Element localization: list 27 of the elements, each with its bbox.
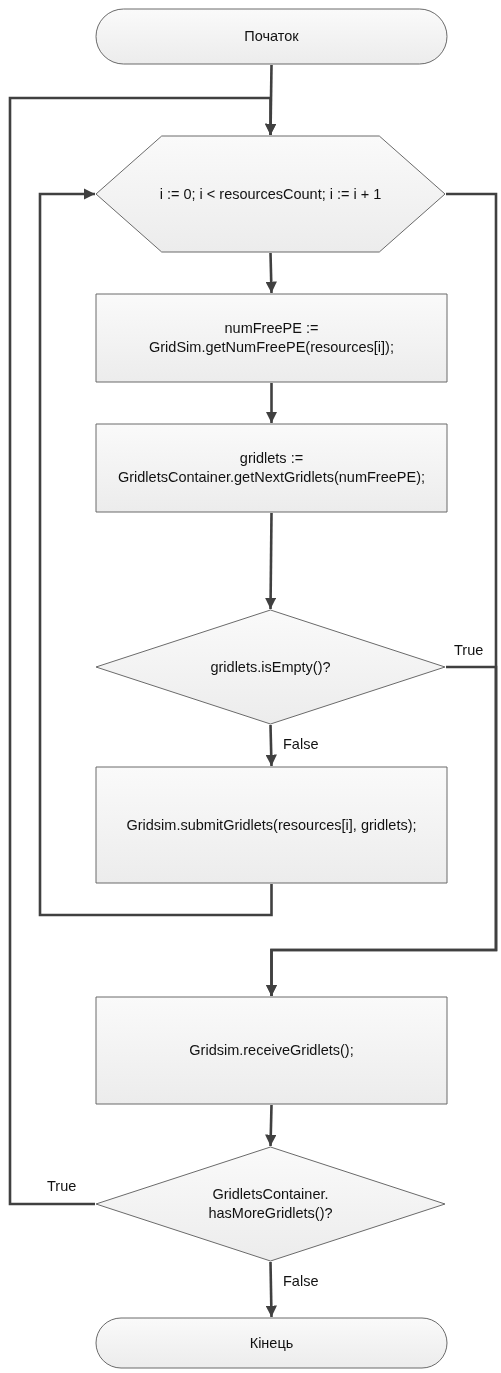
node-text: i := 0; i < resourcesCount; i := i + 1 <box>158 184 383 204</box>
process-box <box>95 766 448 884</box>
node-text: Gridsim.receiveGridlets(); <box>188 1041 355 1060</box>
terminal-shape <box>95 1317 448 1369</box>
node-text: numFreePE := GridSim.getNumFreePE(resources[i]); <box>148 319 395 357</box>
decision-diamond <box>95 609 446 725</box>
node-text: gridlets := GridletsContainer.getNextGridlets(numFreePE); <box>116 449 426 487</box>
loop-hexagon <box>95 135 446 253</box>
process-box <box>95 293 448 383</box>
arrow <box>265 252 277 294</box>
arrow <box>38 188 273 917</box>
node-text: GridletsContainer. hasMoreGridlets()? <box>207 1185 334 1223</box>
arrow <box>265 383 278 423</box>
terminal-shape <box>95 8 448 65</box>
arrow <box>265 1104 277 1147</box>
process-box <box>95 423 448 513</box>
node-text: Кінець <box>248 1333 295 1353</box>
node-text: Початок <box>243 27 300 46</box>
arrow <box>264 513 277 609</box>
arrow <box>265 665 498 996</box>
arrow <box>265 724 277 767</box>
node-text: Gridsim.submitGridlets(resources[i], gridlets); <box>125 815 418 835</box>
node-text: gridlets.isEmpty()? <box>209 657 332 677</box>
process-box <box>95 996 448 1105</box>
decision-diamond <box>95 1146 446 1262</box>
arrow <box>265 1261 277 1318</box>
arrow <box>8 96 277 1206</box>
